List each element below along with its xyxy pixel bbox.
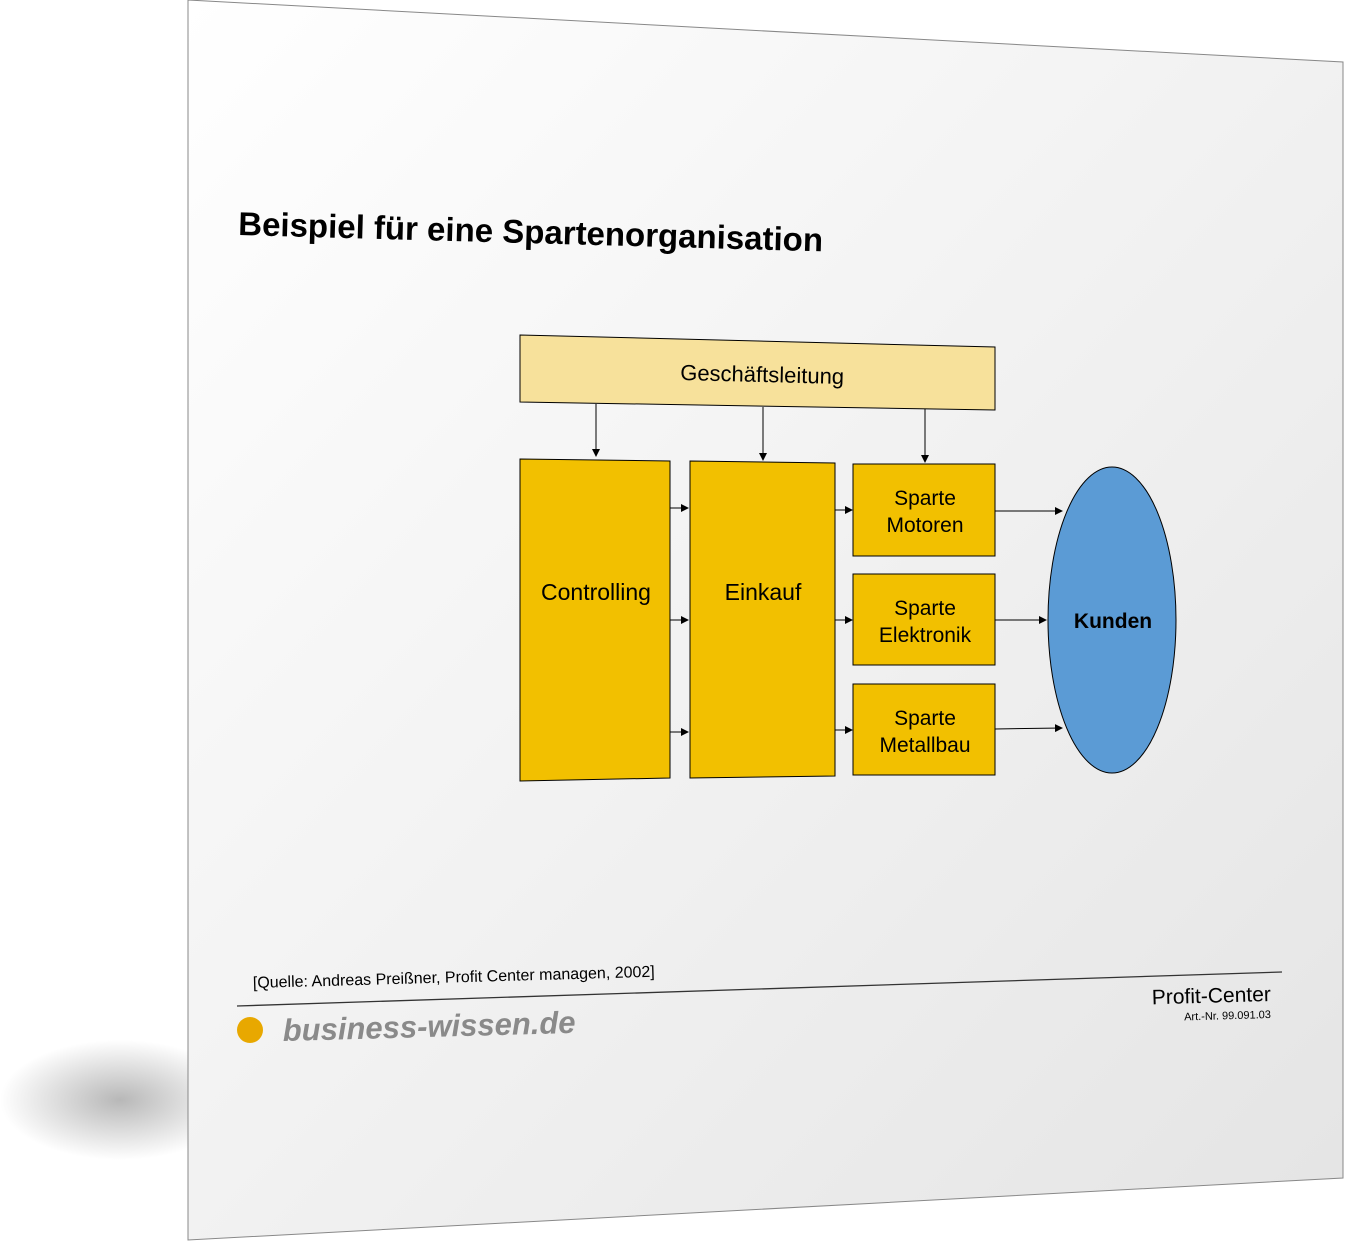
- label-controlling: Controlling: [541, 579, 651, 605]
- article-number: Art.-Nr. 99.091.03: [1184, 1009, 1271, 1023]
- org-diagram: Geschäftsleitung Controlling Einkauf Spa…: [519, 334, 1177, 782]
- box-geschaeftsleitung: [519, 334, 996, 411]
- document-title: Profit-Center: [1151, 983, 1271, 1009]
- label-metallbau: Metallbau: [879, 734, 970, 757]
- label-sparte: Sparte: [894, 487, 956, 510]
- label-geschaeftsleitung: Geschäftsleitung: [680, 360, 844, 389]
- box-sparte-elektronik: [852, 573, 996, 666]
- label-sparte: Sparte: [894, 707, 956, 730]
- label-sparte: Sparte: [894, 597, 956, 620]
- arrow-to-kunden: [994, 724, 1063, 733]
- brand-logo: business-wissen.de: [282, 1005, 576, 1048]
- box-controlling: [519, 458, 671, 782]
- page-shadow: [0, 1040, 240, 1160]
- label-elektronik: Elektronik: [879, 624, 972, 647]
- label-einkauf: Einkauf: [725, 579, 802, 605]
- ellipse-kunden: [1047, 466, 1177, 774]
- label-motoren: Motoren: [886, 514, 963, 537]
- box-sparte-motoren: [852, 463, 996, 557]
- footer-divider: [236, 971, 1283, 1007]
- box-einkauf: [689, 460, 836, 779]
- label-kunden: Kunden: [1074, 610, 1152, 633]
- box-sparte-metallbau: [852, 683, 996, 776]
- brand-dot-icon: [237, 1017, 263, 1043]
